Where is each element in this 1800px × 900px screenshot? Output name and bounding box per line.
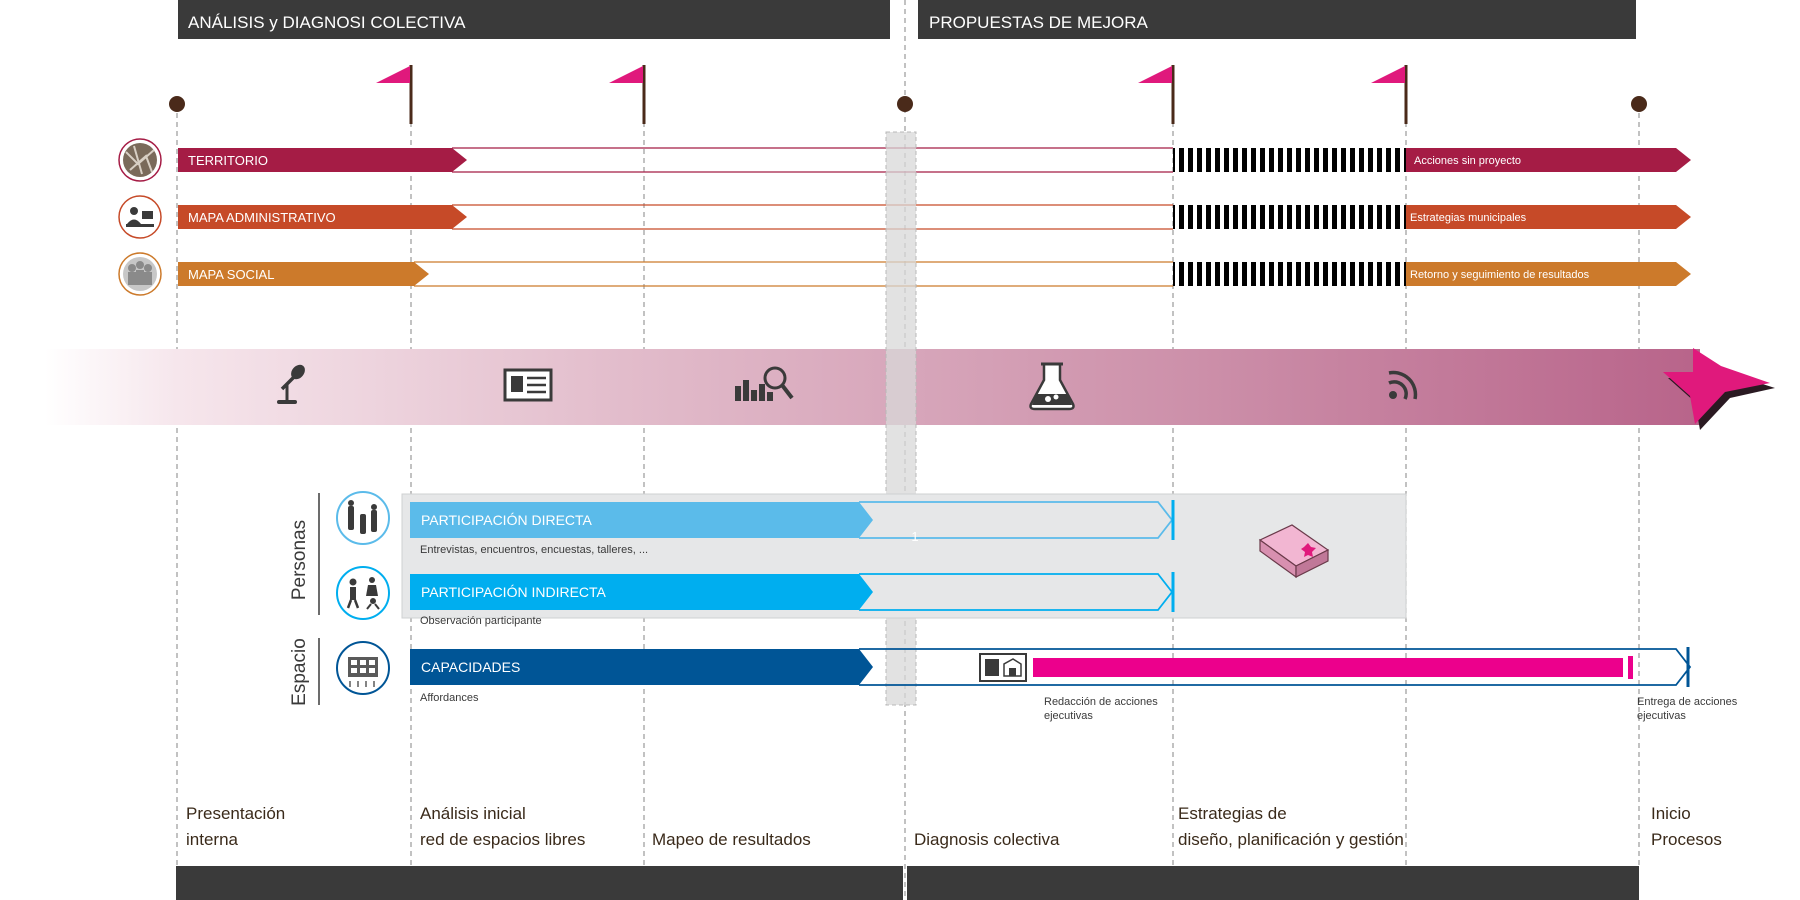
center-marker: 1 <box>911 529 918 544</box>
executive-start-label-2: ejecutivas <box>1044 710 1093 722</box>
track-territorio: TERRITORIO Acciones sin proyecto <box>118 138 1691 182</box>
executive-start-label-1: Redacción de acciones <box>1044 696 1158 708</box>
participacion-indirecta-sub: Observación participante <box>420 615 542 627</box>
phase-1-line-2: interna <box>186 830 239 849</box>
flag-icon <box>1371 65 1408 124</box>
phase-labels: Presentación interna Análisis inicial re… <box>186 804 1722 849</box>
rss-feed-icon <box>1388 370 1418 400</box>
phase-2-line-2: red de espacios libres <box>420 830 585 849</box>
administration-desk-icon <box>118 195 162 239</box>
phase-6-line-1: Inicio <box>1651 804 1691 823</box>
executive-actions: Redacción de acciones ejecutivas Entrega… <box>979 653 1738 722</box>
flag-icon <box>376 65 413 124</box>
participacion-directa-row: PARTICIPACIÓN DIRECTA Entrevistas, encue… <box>410 500 1175 556</box>
building-icon <box>336 641 390 695</box>
document-icon <box>503 368 553 402</box>
executive-end-label-1: Entrega de acciones <box>1637 696 1738 708</box>
track-administrativo-result-bar <box>1406 205 1691 229</box>
flag-icon <box>609 65 646 124</box>
book-icon <box>1258 524 1330 579</box>
track-social-bar <box>178 262 429 286</box>
participacion-directa-bar <box>410 502 873 538</box>
track-social-result: Retorno y seguimiento de resultados <box>1410 269 1590 281</box>
proposals-header-bar <box>918 0 1636 39</box>
analysis-header-title: ANÁLISIS y DIAGNOSI COLECTIVA <box>188 13 466 32</box>
track-territorio-stripes <box>1173 148 1406 172</box>
phase-5-line-2: diseño, planificación y gestión <box>1178 830 1404 849</box>
diagnosis-highlight-column <box>885 131 917 706</box>
track-territorio-result: Acciones sin proyecto <box>1414 155 1521 167</box>
participacion-indirecta-label: PARTICIPACIÓN INDIRECTA <box>421 584 607 600</box>
capacidades-sub: Affordances <box>420 692 479 704</box>
star-icon <box>1663 348 1775 430</box>
laptop-document-icon <box>979 653 1027 682</box>
participacion-indirecta-bar <box>410 574 873 610</box>
milestone-dot-middle <box>897 96 913 112</box>
milestone-dot-end <box>1631 96 1647 112</box>
capacidades-row: CAPACIDADES Affordances <box>410 647 1692 704</box>
track-territorio-bar <box>178 148 467 172</box>
track-territorio-result-bar <box>1406 148 1691 172</box>
track-mapa-social: MAPA SOCIAL Retorno y seguimiento de res… <box>118 252 1691 296</box>
bottom-bar-right <box>907 866 1639 900</box>
raised-hands-icon <box>336 491 390 545</box>
executive-end-label-2: ejecutivas <box>1637 710 1686 722</box>
track-administrativo-label: MAPA ADMINISTRATIVO <box>188 210 336 225</box>
track-social-label: MAPA SOCIAL <box>188 267 274 282</box>
capacidades-bar <box>410 649 873 685</box>
phase-1-line-1: Presentación <box>186 804 285 823</box>
group-label-espacio: Espacio <box>289 638 310 706</box>
milestone-flags <box>376 65 1408 124</box>
phase-4-line-2: Diagnosis colectiva <box>914 830 1060 849</box>
track-administrativo-stripes <box>1173 205 1406 229</box>
tools-band <box>45 349 1700 425</box>
track-mapa-administrativo: MAPA ADMINISTRATIVO Estrategias municipa… <box>118 195 1691 239</box>
data-analysis-icon <box>735 366 794 401</box>
capacidades-label: CAPACIDADES <box>421 659 520 675</box>
group-label-personas: Personas <box>289 520 310 600</box>
phase-3-line-2: Mapeo de resultados <box>652 830 811 849</box>
flag-icon <box>1138 65 1175 124</box>
flask-lab-icon <box>1029 362 1075 411</box>
phase-2-line-1: Análisis inicial <box>420 804 526 823</box>
microphone-icon <box>277 364 305 404</box>
executive-actions-bar <box>1033 658 1623 677</box>
bottom-bar-left <box>176 866 903 900</box>
track-social-result-bar <box>1406 262 1691 286</box>
people-activity-icon <box>336 566 390 620</box>
track-administrativo-bar <box>178 205 467 229</box>
phase-6-line-2: Procesos <box>1651 830 1722 849</box>
milestone-dot-start <box>169 96 185 112</box>
participacion-directa-sub: Entrevistas, encuentros, encuestas, tall… <box>420 544 648 556</box>
participacion-indirecta-row: PARTICIPACIÓN INDIRECTA Observación part… <box>410 572 1175 627</box>
analysis-header-bar <box>178 0 890 39</box>
track-administrativo-result: Estrategias municipales <box>1410 212 1527 224</box>
phase-5-line-1: Estrategias de <box>1178 804 1287 823</box>
track-social-stripes <box>1173 262 1406 286</box>
participacion-directa-label: PARTICIPACIÓN DIRECTA <box>421 512 593 528</box>
proposals-header-title: PROPUESTAS DE MEJORA <box>929 13 1148 32</box>
track-territorio-label: TERRITORIO <box>188 153 268 168</box>
